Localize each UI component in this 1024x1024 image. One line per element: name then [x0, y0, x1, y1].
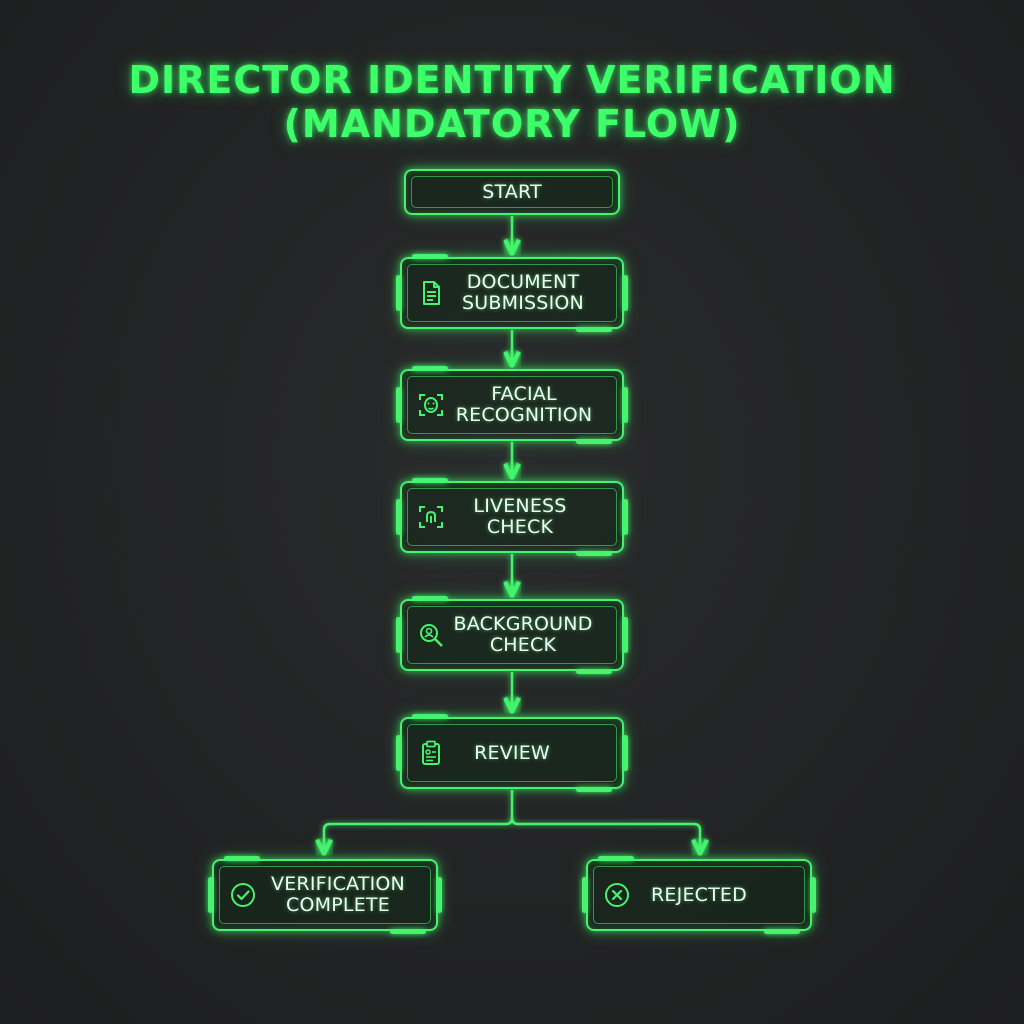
node-start-label: START — [482, 180, 542, 203]
person-search-icon — [416, 620, 446, 650]
clipboard-icon — [416, 738, 446, 768]
node-rejected: REJECTED — [582, 856, 816, 934]
node-liveness-check: LIVENESS CHECK — [396, 478, 628, 556]
node-review-label: REVIEW — [474, 741, 550, 764]
node-start: START — [404, 169, 620, 215]
document-icon — [416, 278, 446, 308]
node-facial-recognition-label: FACIAL RECOGNITION — [455, 383, 593, 426]
checkmark-circle-icon — [228, 880, 258, 910]
fingerprint-scan-icon — [416, 502, 446, 532]
node-review: REVIEW — [396, 714, 628, 792]
arrow-review-to-complete — [324, 790, 514, 852]
diagram-subtitle: (MANDATORY FLOW) — [283, 102, 741, 146]
node-rejected-label: REJECTED — [651, 883, 747, 906]
node-background-check-label: BACKGROUND CHECK — [453, 613, 593, 656]
node-facial-recognition: FACIAL RECOGNITION — [396, 366, 628, 444]
node-document-submission-label: DOCUMENT SUBMISSION — [462, 271, 584, 314]
diagram-title: DIRECTOR IDENTITY VERIFICATION — [128, 58, 896, 102]
face-scan-icon — [416, 390, 446, 420]
arrow-review-to-rejected — [510, 817, 700, 852]
node-verification-complete: VERIFICATION COMPLETE — [208, 856, 442, 934]
node-verification-complete-label: VERIFICATION COMPLETE — [271, 873, 405, 916]
node-background-check: BACKGROUND CHECK — [396, 596, 628, 674]
node-liveness-check-label: LIVENESS CHECK — [473, 495, 567, 538]
node-document-submission: DOCUMENT SUBMISSION — [396, 254, 628, 332]
x-circle-icon — [602, 880, 632, 910]
